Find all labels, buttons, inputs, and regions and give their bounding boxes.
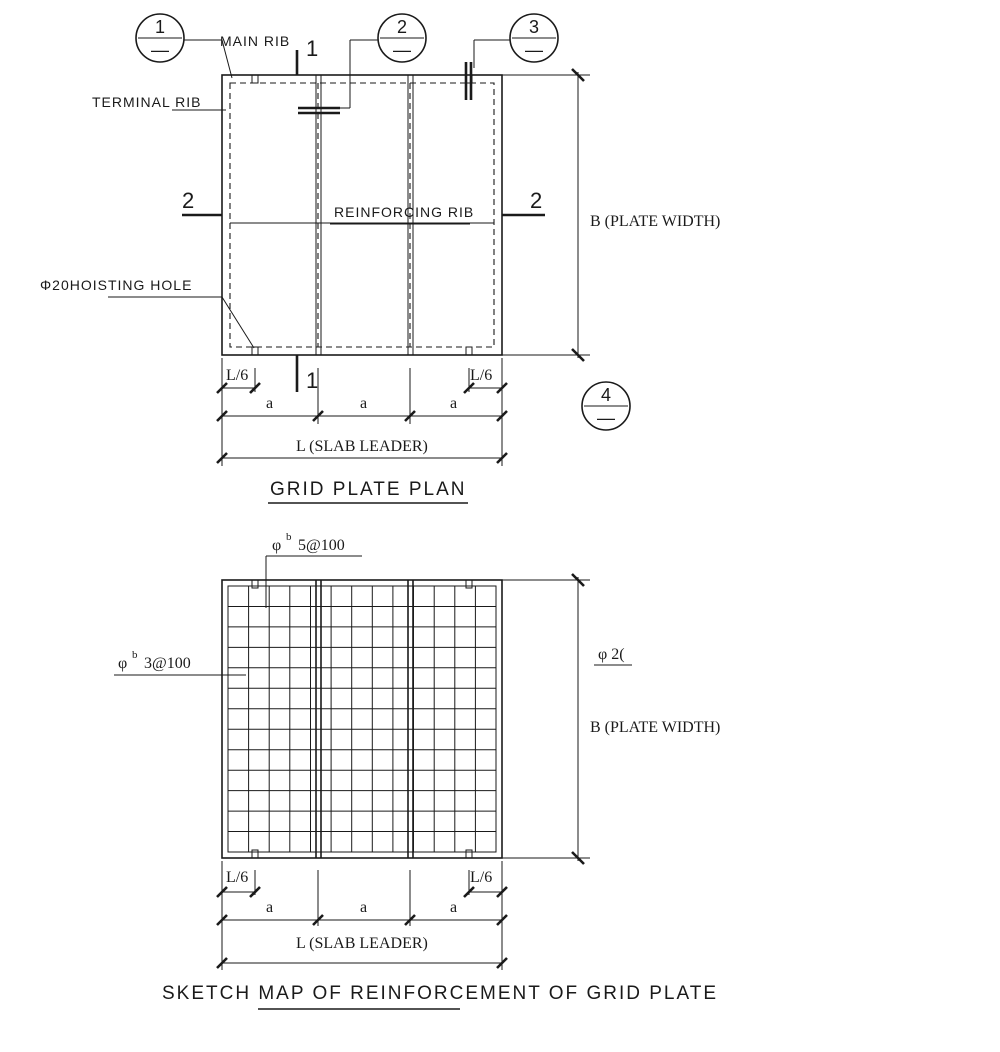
detail-bubble-3: 3 — xyxy=(464,13,559,100)
reinf-tick-a-1 xyxy=(216,914,228,926)
tick-l-1 xyxy=(216,452,228,464)
label-terminal-rib: TERMINAL RIB xyxy=(92,94,202,110)
detail-bubble-1: 1 — xyxy=(135,13,233,79)
reinf-dim-a-1-label: a xyxy=(266,899,273,916)
svg-text:3@100: 3@100 xyxy=(144,655,191,672)
reinf-label-plate-width: B (PLATE WIDTH) xyxy=(590,719,720,736)
label-slab-length: L (SLAB LEADER) xyxy=(296,438,428,455)
leader-hoisting-hole-d xyxy=(221,296,255,349)
reinf-hole-tl xyxy=(251,579,259,589)
reinf-tick-l6-d xyxy=(496,886,508,898)
reinf-plate-outline xyxy=(221,579,503,859)
reinf-dim-b-tick-bottom xyxy=(571,851,585,865)
reinf-hole-bl xyxy=(251,849,259,859)
svg-text:b: b xyxy=(286,531,292,543)
tick-a-3 xyxy=(404,410,416,422)
reinf-tick-a-3 xyxy=(404,914,416,926)
label-reinforcing-rib: REINFORCING RIB xyxy=(334,204,474,220)
reinf-hole-tr xyxy=(465,579,473,589)
reinf-tick-l-1 xyxy=(216,957,228,969)
tick-l6-a xyxy=(216,382,228,394)
reinf-hole-br xyxy=(465,849,473,859)
dim-a-3-label: a xyxy=(450,395,457,412)
reinforcement-title: SKETCH MAP OF REINFORCEMENT OF GRID PLAT… xyxy=(162,983,718,1004)
svg-text:φ 2(: φ 2( xyxy=(598,646,625,663)
svg-text:b: b xyxy=(132,649,138,661)
dim-l6-right-label: L/6 xyxy=(470,367,492,384)
reinforcement-mesh xyxy=(228,586,496,852)
svg-text:2: 2 xyxy=(397,17,407,37)
reinf-dim-l6-right-label: L/6 xyxy=(470,869,492,886)
svg-text:φ: φ xyxy=(272,537,281,554)
hoisting-hole-br xyxy=(465,346,473,356)
label-bar-left: φ b 3@100 xyxy=(114,649,246,676)
tick-l6-b xyxy=(249,382,261,394)
label-plate-width: B (PLATE WIDTH) xyxy=(590,213,720,230)
tick-a-1 xyxy=(216,410,228,422)
hoisting-hole-tl xyxy=(251,74,259,84)
terminal-rib-outline xyxy=(229,82,495,348)
svg-text:1: 1 xyxy=(155,17,165,37)
plan-title: GRID PLATE PLAN xyxy=(270,479,466,500)
label-bar-top: φ b 5@100 xyxy=(265,531,362,608)
svg-text:4: 4 xyxy=(601,385,611,405)
label-main-rib: MAIN RIB xyxy=(220,33,290,49)
svg-text:φ: φ xyxy=(118,655,127,672)
reinf-inner-outline xyxy=(227,585,497,853)
svg-text:—: — xyxy=(151,40,169,60)
reinf-tick-a-4 xyxy=(496,914,508,926)
label-bar-right: φ 2( xyxy=(594,646,632,666)
reinf-dim-a-2-label: a xyxy=(360,899,367,916)
section-2-left: 2 xyxy=(182,188,194,213)
reinf-label-slab-length: L (SLAB LEADER) xyxy=(296,935,428,952)
dim-a-1-label: a xyxy=(266,395,273,412)
svg-text:3: 3 xyxy=(529,17,539,37)
reinf-tick-l6-a xyxy=(216,886,228,898)
hoisting-hole-bl xyxy=(251,346,259,356)
reinf-tick-l6-b xyxy=(249,886,261,898)
reinf-tick-l6-c xyxy=(463,886,475,898)
dim-b-tick-bottom xyxy=(571,348,585,362)
tick-l6-c xyxy=(463,382,475,394)
grid-plate-plan: 1 1 2 2 1 — 2 — xyxy=(40,13,720,504)
dim-l6-left-label: L/6 xyxy=(226,367,248,384)
reinf-tick-l-2 xyxy=(496,957,508,969)
dim-b-tick-top xyxy=(571,68,585,82)
tick-a-4 xyxy=(496,410,508,422)
label-hoisting-hole: Φ20HOISTING HOLE xyxy=(40,277,192,293)
svg-text:—: — xyxy=(393,40,411,60)
reinf-tick-a-2 xyxy=(312,914,324,926)
section-2-right: 2 xyxy=(530,188,542,213)
svg-text:5@100: 5@100 xyxy=(298,537,345,554)
detail-bubble-2: 2 — xyxy=(298,13,427,115)
detail-bubble-4: 4 — xyxy=(581,381,631,431)
reinf-dim-l6-left-label: L/6 xyxy=(226,869,248,886)
tick-l-2 xyxy=(496,452,508,464)
reinf-dim-a-3-label: a xyxy=(450,899,457,916)
section-1-top: 1 xyxy=(306,36,318,61)
reinf-dim-b-tick-top xyxy=(571,573,585,587)
dim-a-2-label: a xyxy=(360,395,367,412)
section-1-bottom: 1 xyxy=(306,368,318,393)
tick-l6-d xyxy=(496,382,508,394)
reinforcement-sketch: φ b 5@100 φ b 3@100 φ 2( B (PLATE WIDTH) xyxy=(114,531,720,1010)
svg-text:—: — xyxy=(597,408,615,428)
tick-a-2 xyxy=(312,410,324,422)
svg-text:—: — xyxy=(525,40,543,60)
